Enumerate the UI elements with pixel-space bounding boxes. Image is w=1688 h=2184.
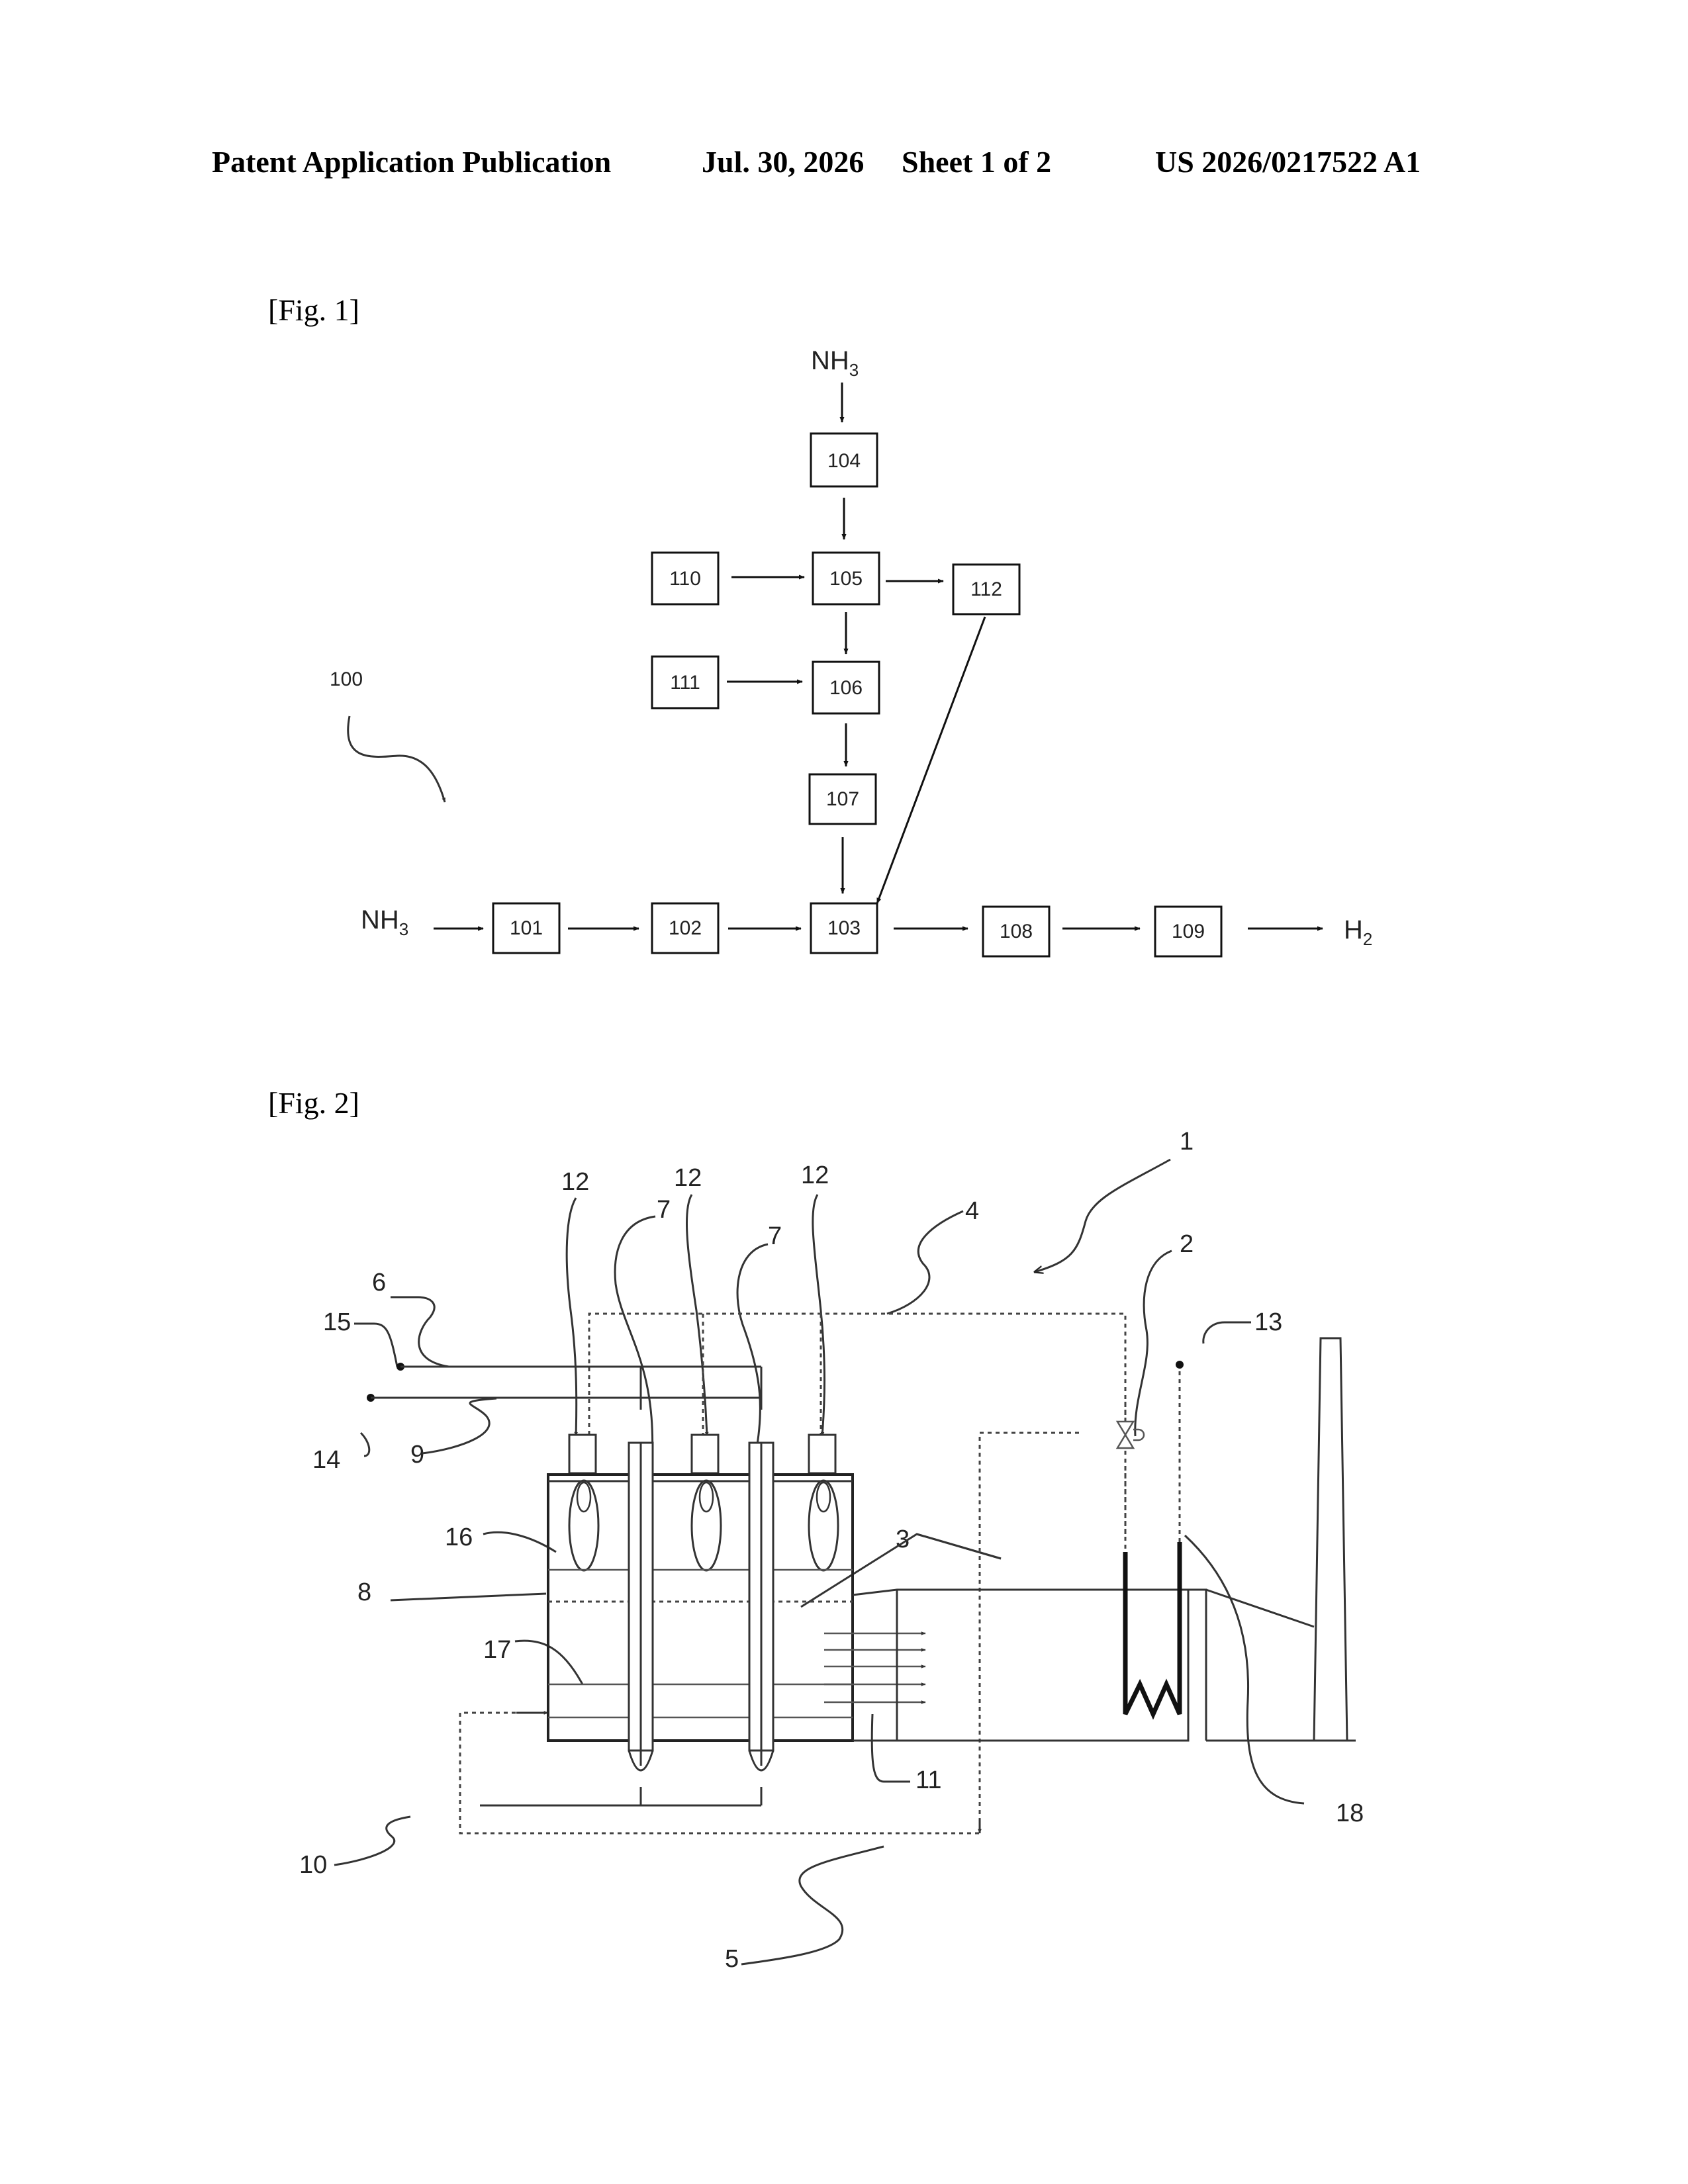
reactor-tube-7a [629, 1443, 653, 1770]
flue-duct-3 [853, 1590, 1356, 1741]
box-108: 108 [983, 907, 1049, 956]
ref-8-label: 8 [357, 1578, 371, 1606]
heat-exchanger-coil [1125, 1361, 1184, 1714]
ref-2-label: 2 [1180, 1230, 1194, 1258]
ref-17-label: 17 [483, 1636, 511, 1664]
valve-2 [1117, 1402, 1144, 1448]
box-112: 112 [953, 565, 1019, 614]
box-103: 103 [811, 903, 877, 953]
svg-text:102: 102 [669, 917, 702, 939]
ref-6-label: 6 [372, 1269, 386, 1297]
svg-text:107: 107 [826, 788, 859, 810]
ref-4-label: 4 [965, 1197, 979, 1225]
svg-text:104: 104 [827, 450, 861, 472]
fig1-flow-diagram: NH3 NH3 H2 100 104 110 105 112 111 [330, 346, 1372, 956]
box-102: 102 [652, 903, 718, 953]
fig2-apparatus-diagram: 1 2 3 4 5 6 7 7 8 9 10 11 12 12 12 13 14… [299, 1128, 1364, 1973]
svg-text:111: 111 [670, 672, 700, 694]
product-collector-10 [480, 1787, 761, 1805]
svg-text:112: 112 [970, 578, 1002, 600]
ref-18-label: 18 [1336, 1799, 1364, 1827]
arrow-112-103 [877, 617, 985, 903]
svg-text:106: 106 [829, 677, 863, 699]
ref-10-label: 10 [299, 1851, 327, 1879]
reactor-tube-7b [749, 1443, 773, 1770]
leader-lines [334, 1160, 1304, 1964]
svg-text:110: 110 [669, 568, 701, 590]
ref-16-label: 16 [445, 1524, 473, 1551]
ref-9-label: 9 [410, 1441, 424, 1469]
box-111: 111 [652, 657, 718, 708]
stack [1314, 1338, 1347, 1741]
burner-12a [569, 1435, 598, 1570]
ref-100-leader [348, 716, 445, 802]
box-105: 105 [813, 553, 879, 604]
ref-13-label: 13 [1254, 1308, 1282, 1336]
svg-text:105: 105 [829, 568, 863, 590]
svg-text:101: 101 [510, 917, 543, 939]
ref-15-label: 15 [323, 1308, 351, 1336]
box-104: 104 [811, 433, 877, 486]
burner-12b [692, 1435, 721, 1570]
ref-7a-label: 7 [657, 1196, 671, 1224]
fig1-nh3-left-label: NH3 [361, 905, 408, 939]
ref-5-label: 5 [725, 1945, 739, 1973]
svg-text:103: 103 [827, 917, 861, 939]
fig1-nh3-top-label: NH3 [811, 346, 859, 380]
box-109: 109 [1155, 907, 1221, 956]
box-110: 110 [652, 553, 718, 604]
burner-12c [809, 1435, 838, 1570]
box-107: 107 [810, 774, 876, 824]
ref-100-label: 100 [330, 668, 363, 690]
flue-gas-arrows-11 [824, 1633, 925, 1702]
ref-11-label: 11 [915, 1766, 941, 1794]
svg-text:108: 108 [1000, 921, 1033, 942]
ref-7b-label: 7 [768, 1222, 782, 1250]
ref-12c-label: 12 [801, 1161, 829, 1189]
box-101: 101 [493, 903, 559, 953]
svg-text:109: 109 [1172, 921, 1205, 942]
ref-1-label: 1 [1180, 1128, 1194, 1156]
box-106: 106 [813, 662, 879, 713]
ref-12a-label: 12 [561, 1168, 589, 1196]
ref-14-label: 14 [312, 1446, 340, 1474]
dotted-line-4 [589, 1314, 1125, 1535]
ref-12b-label: 12 [674, 1164, 702, 1192]
reformer-furnace-8 [548, 1475, 853, 1741]
fig1-h2-label: H2 [1344, 915, 1372, 949]
